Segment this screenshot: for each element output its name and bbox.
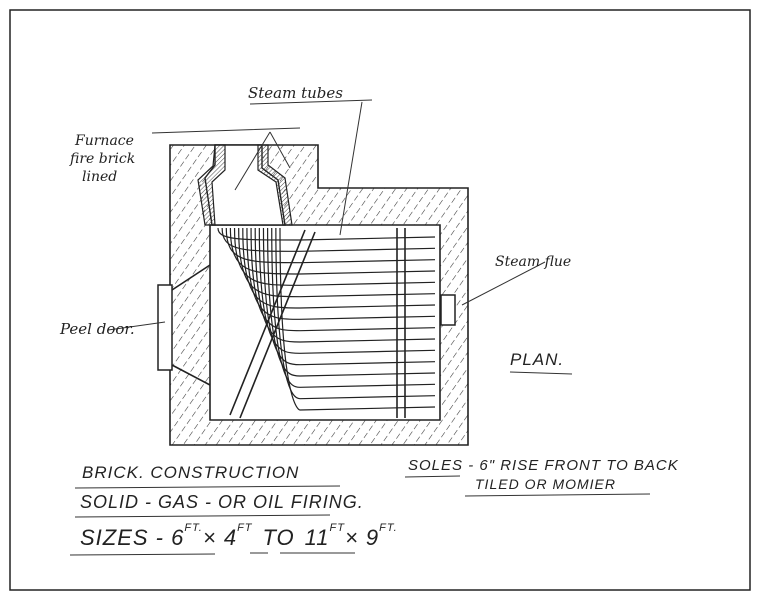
note-firing: SOLID - GAS - OR OIL FIRING.	[80, 492, 364, 512]
label-steam-flue: Steam flue	[495, 254, 571, 270]
leader-lines	[107, 101, 546, 331]
steam-tube	[258, 227, 436, 354]
steam-tube	[238, 227, 436, 298]
steam-tube	[271, 227, 436, 388]
label-steam-tubes: Steam tubes	[248, 84, 343, 102]
label-plan: PLAN.	[510, 350, 564, 369]
note-soles: SOLES - 6" RISE FRONT TO BACK	[408, 457, 679, 474]
label-furnace-1: Furnace	[74, 133, 134, 149]
tube-supports	[229, 228, 406, 419]
note-tiled: TILED OR MOMIER	[475, 476, 616, 492]
fire-brick-lining-left	[197, 144, 226, 226]
brick-walls	[169, 144, 469, 446]
steam-tube	[275, 227, 436, 400]
steam-tube	[229, 227, 436, 275]
frame-border	[9, 9, 751, 591]
steam-flue-opening	[440, 294, 456, 326]
fire-brick-lining-right	[257, 144, 293, 226]
steam-tubes	[217, 227, 436, 411]
label-furnace-2: fire brick	[69, 151, 135, 167]
peel-door	[157, 264, 211, 386]
steam-tube	[246, 227, 436, 320]
construction-notes: BRICK. CONSTRUCTION SOLID - GAS - OR OIL…	[69, 457, 679, 556]
note-construction: BRICK. CONSTRUCTION	[82, 463, 299, 482]
label-peel-door: Peel door.	[59, 320, 135, 338]
steam-tube	[279, 227, 436, 411]
steam-tube	[225, 227, 436, 264]
label-furnace-3: lined	[82, 169, 117, 185]
steam-tube	[217, 227, 436, 241]
